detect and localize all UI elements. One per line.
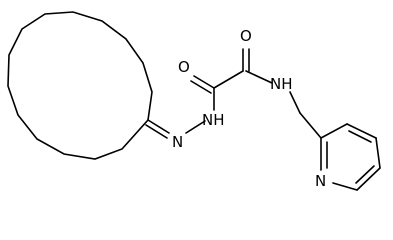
- pyridine-ring: [320, 123, 381, 191]
- cyclododecane-ring: [7, 11, 153, 160]
- chemical-structure: O O NH NH N N: [7, 11, 381, 191]
- amide-nh-label: NH: [270, 75, 293, 93]
- oxalyl-c-c-bond: [213, 70, 244, 89]
- n-n-bond: [185, 120, 206, 134]
- ch2-pyridine-bond: [299, 112, 322, 139]
- imine-n-label: N: [172, 133, 183, 151]
- pyridine-n-label: N: [315, 172, 326, 190]
- carbonyl-left-double-bond: [190, 75, 215, 94]
- n-ch2-bond: [289, 91, 301, 114]
- amide-bond: [245, 70, 273, 84]
- carbonyl-right-double-bond: [242, 48, 250, 72]
- oxygen-left-label: O: [178, 58, 190, 76]
- hydrazide-nh-label: NH: [202, 111, 225, 129]
- oxygen-right-label: O: [240, 27, 252, 45]
- imine-double-bond: [145, 119, 170, 139]
